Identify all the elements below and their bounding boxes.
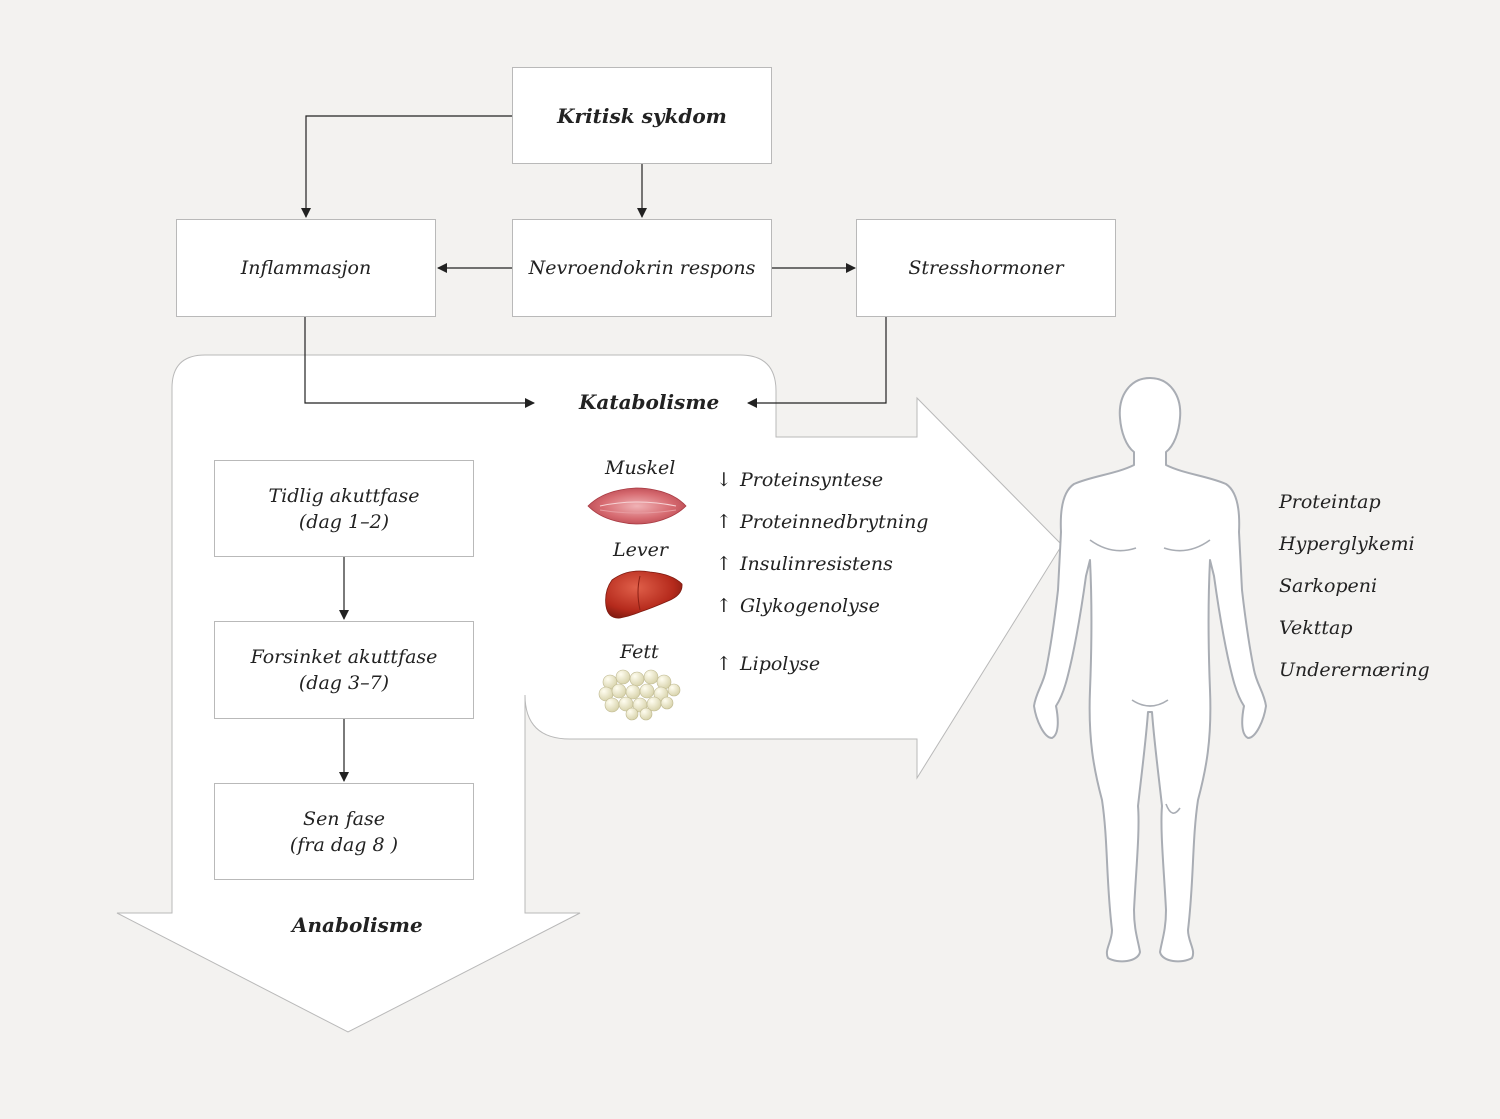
phase-box: Tidlig akuttfase (dag 1–2) <box>214 460 474 557</box>
neuroendocrine-label: Nevroendokrin respons <box>528 257 756 279</box>
effect-label: Glykogenolyse <box>740 595 880 617</box>
organ-label-muscle: Muskel <box>605 457 676 479</box>
phase-box: Forsinket akuttfase (dag 3–7) <box>214 621 474 719</box>
critical-illness-label: Kritisk sykdom <box>557 103 727 128</box>
phase-days: (dag 3–7) <box>298 672 390 694</box>
effect-item: ↓ Proteinsyntese <box>716 469 883 491</box>
anabolism-label: Anabolisme <box>292 913 423 937</box>
phase-days: (dag 1–2) <box>298 510 390 533</box>
critical-illness-box: Kritisk sykdom <box>512 67 772 164</box>
outcome-item: Underernæring <box>1279 659 1430 681</box>
arrow-up-icon: ↑ <box>716 653 732 675</box>
fat-cells-icon <box>598 669 681 721</box>
effect-item: ↑ Glykogenolyse <box>716 595 880 617</box>
muscle-icon <box>587 487 687 525</box>
effect-label: Proteinsyntese <box>740 469 884 491</box>
outcome-item: Hyperglykemi <box>1279 533 1415 555</box>
organ-label-fat: Fett <box>620 641 659 663</box>
human-body-outline <box>1033 377 1267 963</box>
phase-days: (fra dag 8 ) <box>289 833 399 856</box>
arrow-up-icon: ↑ <box>716 595 732 617</box>
outcome-item: Proteintap <box>1279 491 1381 513</box>
inflammation-label: Inflammasjon <box>240 257 372 279</box>
connector-top-to-inflammation <box>301 115 512 218</box>
effect-item: ↑ Proteinnedbrytning <box>716 511 928 533</box>
arrow-up-icon: ↑ <box>716 511 732 533</box>
connectors <box>301 115 887 782</box>
neuroendocrine-box: Nevroendokrin respons <box>512 219 772 317</box>
phase-title: Forsinket akuttfase <box>250 646 438 668</box>
organ-label-liver: Lever <box>613 539 668 561</box>
arrow-down-icon: ↓ <box>716 469 732 491</box>
phase-box: Sen fase (fra dag 8 ) <box>214 783 474 880</box>
outcome-item: Sarkopeni <box>1279 575 1378 597</box>
catabolism-label: Katabolisme <box>579 390 720 414</box>
phase-title: Sen fase <box>303 807 385 830</box>
stress-hormones-label: Stresshormoner <box>908 257 1064 279</box>
connector-inflammation-to-katabolisme <box>304 317 535 408</box>
effect-item: ↑ Lipolyse <box>716 653 820 675</box>
effect-item: ↑ Insulinresistens <box>716 553 893 575</box>
arrow-up-icon: ↑ <box>716 553 732 575</box>
liver-icon <box>605 570 683 619</box>
effect-label: Insulinresistens <box>740 553 893 575</box>
connector-stress-to-katabolisme <box>747 317 887 408</box>
effect-label: Proteinnedbrytning <box>740 511 929 533</box>
body-detail-lines <box>1089 539 1211 814</box>
inflammation-box: Inflammasjon <box>176 219 436 317</box>
stress-hormones-box: Stresshormoner <box>856 219 1116 317</box>
effect-label: Lipolyse <box>740 653 821 675</box>
outcome-item: Vekttap <box>1279 617 1353 639</box>
phase-title: Tidlig akuttfase <box>268 484 420 507</box>
